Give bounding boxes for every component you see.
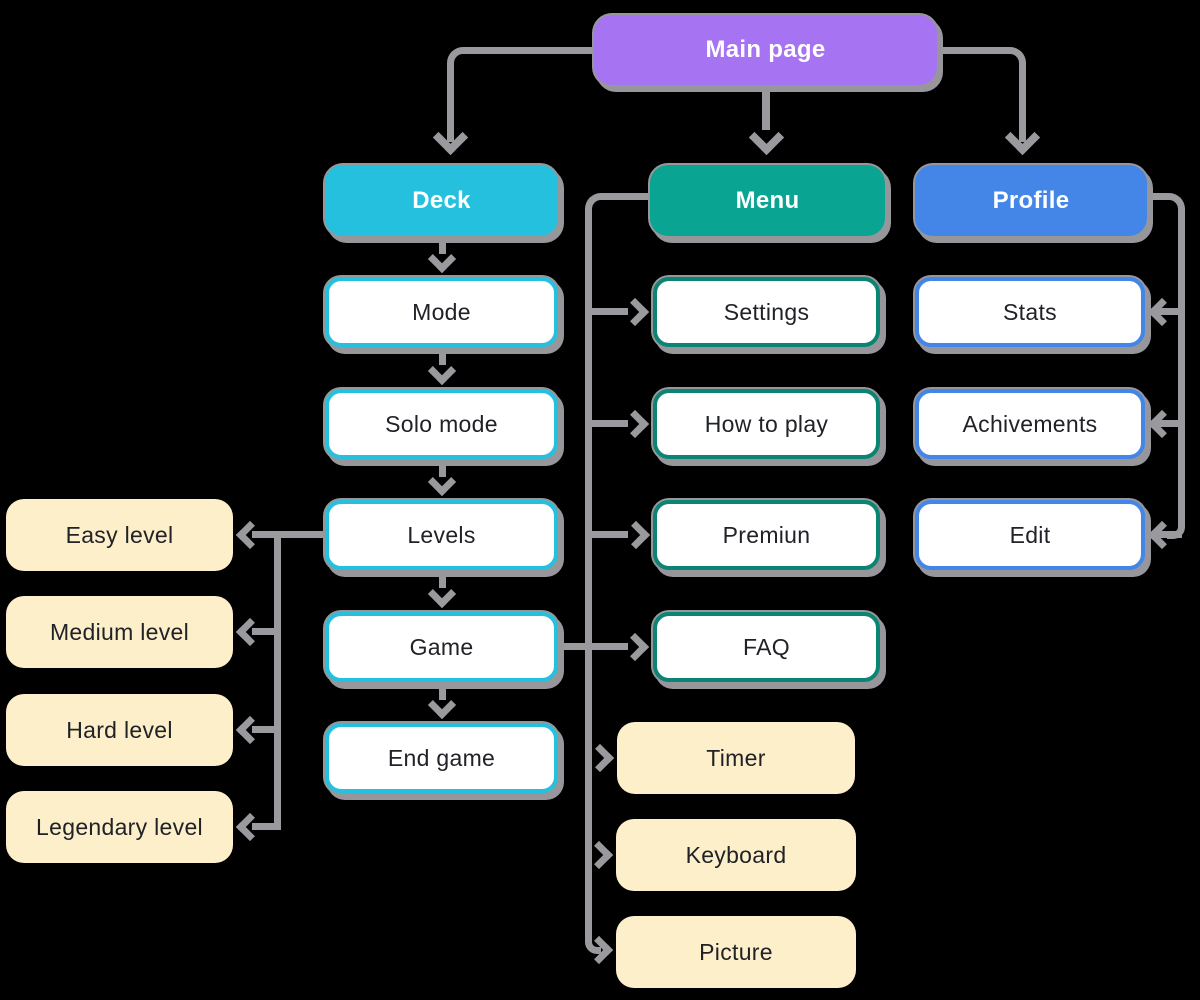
connector-solo-levels <box>439 459 446 477</box>
node-how-to-play: How to play <box>653 389 880 459</box>
connector-levels-game <box>439 570 446 588</box>
connector-menu-trunk-lower <box>585 640 592 930</box>
node-profile: Profile <box>915 165 1147 236</box>
arrowhead-legendary-level <box>235 812 265 842</box>
node-easy-level: Easy level <box>6 499 233 571</box>
node-edit: Edit <box>915 500 1145 570</box>
connector-levels-trunk <box>274 531 281 830</box>
connector-levels-to-easy <box>252 531 330 538</box>
node-timer: Timer <box>617 722 855 794</box>
branch-hard-level <box>252 726 281 733</box>
node-medium-level: Medium level <box>6 596 233 668</box>
arrowhead-levels <box>427 467 457 497</box>
node-keyboard: Keyboard <box>616 819 856 891</box>
branch-stats <box>1156 308 1182 315</box>
node-legendary-level: Legendary level <box>6 791 233 863</box>
connector-game-endgame <box>439 682 446 700</box>
node-game: Game <box>325 612 558 682</box>
arrowhead-menu <box>748 119 785 156</box>
branch-premiun <box>590 531 628 538</box>
node-hard-level: Hard level <box>6 694 233 766</box>
connector-mode-solo <box>439 347 446 365</box>
node-main-page: Main page <box>594 15 937 85</box>
branch-how-to-play <box>590 420 628 427</box>
branch-achivements <box>1156 420 1182 427</box>
connector-menu-trunk-end <box>585 923 601 954</box>
connector-main-to-deck <box>447 47 594 142</box>
branch-edit <box>1158 531 1182 538</box>
connector-menu-trunk <box>585 193 650 653</box>
node-settings: Settings <box>653 277 880 347</box>
node-deck: Deck <box>325 165 558 236</box>
connector-deck-mode <box>439 236 446 254</box>
node-stats: Stats <box>915 277 1145 347</box>
node-faq: FAQ <box>653 612 880 682</box>
node-mode: Mode <box>325 277 558 347</box>
node-solo-mode: Solo mode <box>325 389 558 459</box>
connector-main-to-menu <box>762 85 770 130</box>
branch-medium-level <box>252 628 281 635</box>
arrowhead-solo-mode <box>427 356 457 386</box>
connector-main-to-profile <box>937 47 1026 142</box>
node-menu: Menu <box>650 165 885 236</box>
branch-legendary-level <box>252 823 281 830</box>
branch-settings <box>590 308 628 315</box>
arrowhead-easy-level <box>235 520 265 550</box>
node-levels: Levels <box>325 500 558 570</box>
arrowhead-end-game <box>427 690 457 720</box>
connector-game-to-faq <box>558 643 628 650</box>
node-end-game: End game <box>325 723 558 793</box>
node-picture: Picture <box>616 916 856 988</box>
arrowhead-game <box>427 579 457 609</box>
node-premiun: Premiun <box>653 500 880 570</box>
arrowhead-medium-level <box>235 617 265 647</box>
arrowhead-mode <box>427 244 457 274</box>
node-achivements: Achivements <box>915 389 1145 459</box>
connector-profile-trunk-lower <box>1178 410 1185 510</box>
arrowhead-hard-level <box>235 715 265 745</box>
